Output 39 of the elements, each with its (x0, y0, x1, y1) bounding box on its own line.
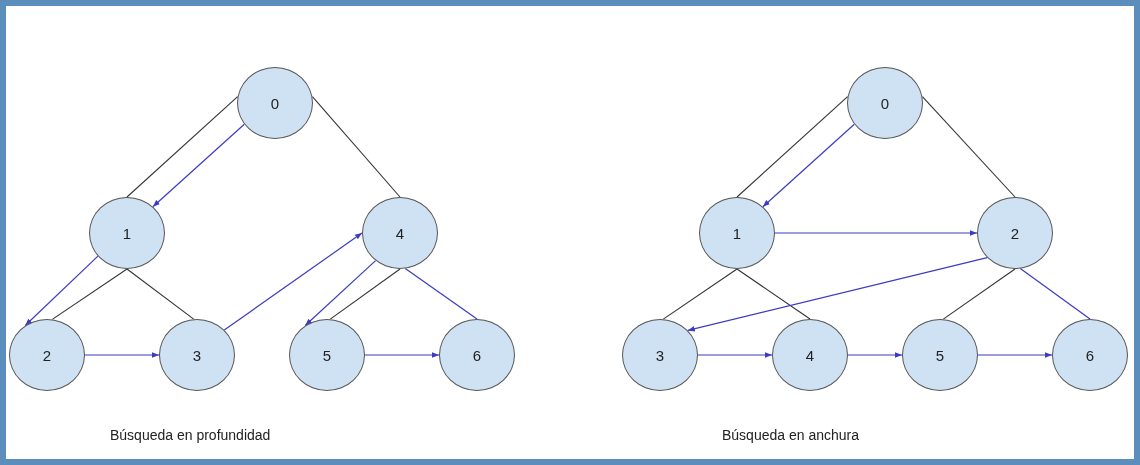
node-number: 3 (192, 346, 202, 364)
node-number: 4 (395, 224, 405, 242)
arrow (152, 123, 245, 208)
connector-line (662, 268, 738, 320)
node-number: 5 (322, 346, 332, 364)
arrow (687, 257, 988, 332)
node-number: 1 (732, 224, 742, 242)
connector-line (51, 268, 128, 320)
connector-line (329, 268, 401, 320)
node-number: 2 (1010, 224, 1020, 242)
arrow (697, 352, 773, 358)
node-number: 3 (655, 346, 665, 364)
connector-line (126, 96, 239, 198)
node-number: 0 (270, 94, 280, 112)
node-number: 4 (805, 346, 815, 364)
node-number: 5 (935, 346, 945, 364)
arrow (364, 352, 440, 358)
connector-line (404, 268, 478, 320)
node-number: 1 (122, 224, 132, 242)
node-number: 6 (472, 346, 482, 364)
connector-line (311, 96, 401, 198)
node-number: 0 (880, 94, 890, 112)
connector-line (921, 96, 1016, 198)
node-number: 2 (42, 346, 52, 364)
connector-line (126, 268, 195, 320)
connector-line (942, 268, 1016, 320)
connector-line (736, 96, 849, 198)
arrow (84, 352, 160, 358)
arrow (847, 352, 903, 358)
diagram-caption: Búsqueda en profundidad (110, 427, 271, 443)
arrow (223, 232, 363, 331)
arrow (762, 123, 855, 208)
tree-node-circle (89, 197, 165, 269)
connector-line (736, 268, 811, 320)
node-number: 6 (1085, 346, 1095, 364)
arrow (977, 352, 1053, 358)
diagram-caption: Búsqueda en anchura (722, 427, 859, 443)
connector-line (1019, 268, 1091, 320)
arrow (774, 230, 978, 236)
